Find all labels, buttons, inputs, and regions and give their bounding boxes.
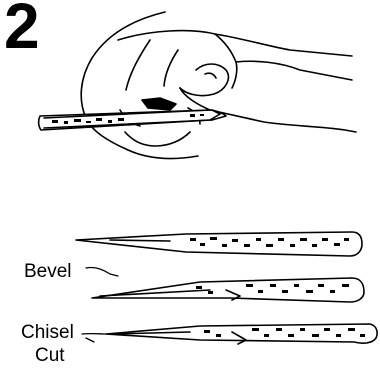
hand-holding-stick-icon xyxy=(39,12,356,158)
cut-label: Cut xyxy=(35,346,65,365)
bevel-label: Bevel xyxy=(24,262,72,281)
chisel-cut-stick-icon xyxy=(82,324,377,344)
pointed-stick-icon xyxy=(76,232,362,256)
chisel-label: Chisel xyxy=(21,323,74,342)
